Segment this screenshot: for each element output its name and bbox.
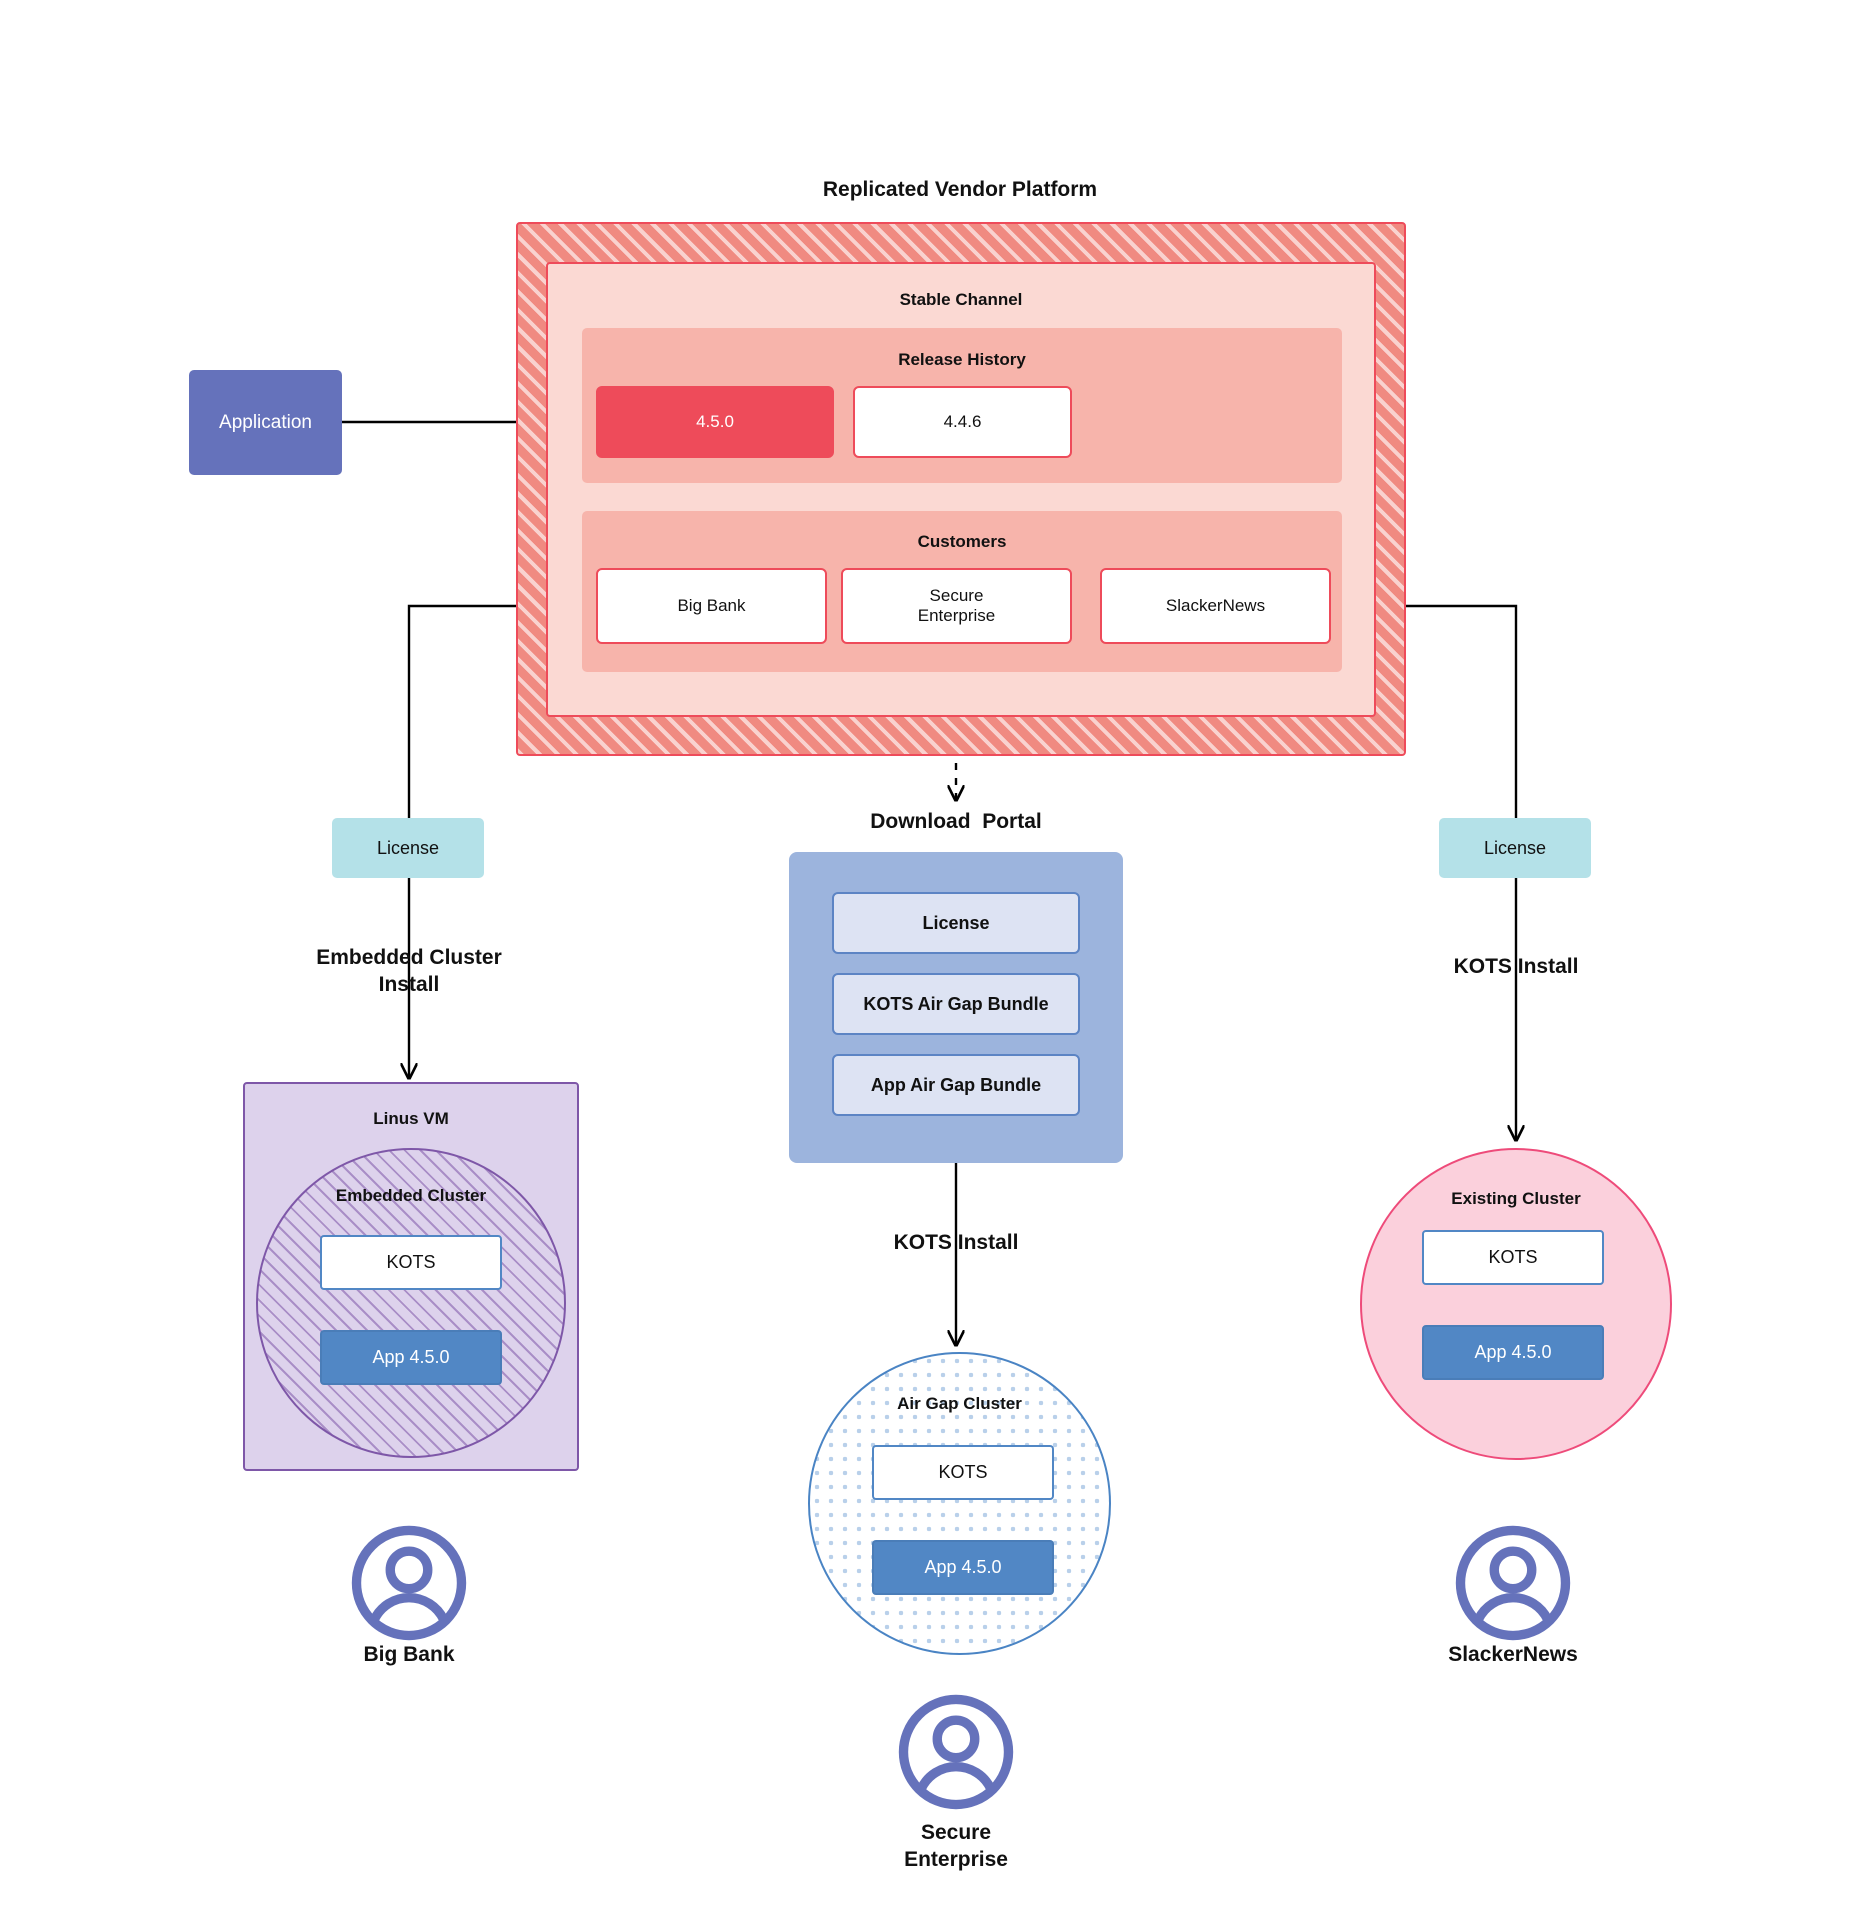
release-4-5-0[interactable]: 4.5.0 <box>596 386 834 458</box>
linus-vm-label: Linus VM <box>373 1109 449 1128</box>
license-label: License <box>1483 837 1547 858</box>
avatar <box>1453 1523 1573 1643</box>
kots-label: KOTS <box>938 1462 988 1482</box>
customer-big-bank[interactable]: Big Bank <box>596 568 827 644</box>
avatar <box>349 1523 469 1643</box>
edge-label-right-kots-install: KOTS Install <box>1453 954 1579 978</box>
persona-label-slackernews: SlackerNews <box>1448 1642 1578 1666</box>
license-node-right[interactable]: License <box>1439 818 1591 878</box>
customer-label: Secure Enterprise <box>917 586 996 625</box>
license-label: License <box>376 837 440 858</box>
release-version-label: 4.5.0 <box>696 412 734 431</box>
persona-label-big-bank: Big Bank <box>363 1642 455 1666</box>
stable-channel-title: Stable Channel <box>899 290 1023 309</box>
app-version-label: App 4.5.0 <box>372 1347 450 1367</box>
customer-label: SlackerNews <box>1165 596 1266 615</box>
application-node[interactable]: Application <box>189 370 342 475</box>
release-version-label: 4.4.6 <box>943 412 982 431</box>
download-portal-title: Download Portal <box>870 809 1042 833</box>
customers-title: Customers <box>917 532 1007 551</box>
release-history-title: Release History <box>898 350 1026 369</box>
portal-item-label: KOTS Air Gap Bundle <box>863 993 1049 1014</box>
kots-node-left[interactable]: KOTS <box>320 1235 502 1290</box>
kots-label: KOTS <box>386 1252 436 1272</box>
release-4-4-6[interactable]: 4.4.6 <box>853 386 1072 458</box>
customer-label: Big Bank <box>677 596 746 615</box>
page-title: Replicated Vendor Platform <box>822 178 1098 201</box>
portal-item-label: App Air Gap Bundle <box>870 1074 1042 1095</box>
user-avatar-icon <box>898 1694 1014 1810</box>
application-label: Application <box>219 411 312 433</box>
embedded-cluster-circle <box>256 1148 566 1458</box>
license-node-left[interactable]: License <box>332 818 484 878</box>
user-avatar-icon <box>351 1525 467 1641</box>
user-avatar-icon <box>1455 1525 1571 1641</box>
portal-item-label: License <box>922 912 990 933</box>
air-gap-cluster-circle <box>808 1352 1111 1655</box>
portal-item-app-air-gap-bundle[interactable]: App Air Gap Bundle <box>832 1054 1080 1116</box>
app-version-node-left[interactable]: App 4.5.0 <box>320 1330 502 1385</box>
edge-label-center-kots-install: KOTS Install <box>893 1230 1019 1254</box>
avatar <box>896 1692 1016 1812</box>
kots-node-right[interactable]: KOTS <box>1422 1230 1604 1285</box>
app-version-label: App 4.5.0 <box>924 1557 1002 1577</box>
app-version-node-center[interactable]: App 4.5.0 <box>872 1540 1054 1595</box>
customer-secure-enterprise[interactable]: Secure Enterprise <box>841 568 1072 644</box>
kots-node-center[interactable]: KOTS <box>872 1445 1054 1500</box>
persona-label-secure-enterprise: Secure Enterprise <box>904 1821 1008 1871</box>
app-version-node-right[interactable]: App 4.5.0 <box>1422 1325 1604 1380</box>
portal-item-kots-air-gap-bundle[interactable]: KOTS Air Gap Bundle <box>832 973 1080 1035</box>
edge-label-embedded-cluster-install: Embedded Cluster Install <box>316 946 502 996</box>
existing-cluster-circle <box>1360 1148 1672 1460</box>
air-gap-cluster-label: Air Gap Cluster <box>897 1394 1022 1413</box>
app-version-label: App 4.5.0 <box>1474 1342 1552 1362</box>
kots-label: KOTS <box>1488 1247 1538 1267</box>
portal-item-license[interactable]: License <box>832 892 1080 954</box>
embedded-cluster-label: Embedded Cluster <box>335 1186 487 1205</box>
customer-slackernews[interactable]: SlackerNews <box>1100 568 1331 644</box>
existing-cluster-label: Existing Cluster <box>1451 1189 1581 1208</box>
